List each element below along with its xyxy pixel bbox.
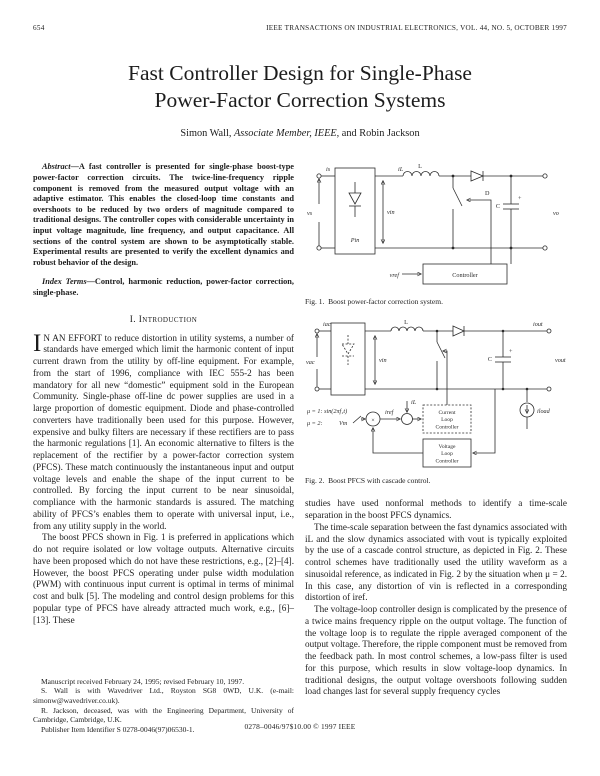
label-loop-1: Loop [441, 417, 453, 423]
label-L: L [404, 319, 408, 326]
figure-2: vac iac vin [305, 319, 567, 486]
author-1: Simon Wall, [180, 128, 234, 140]
abstract-text: A fast controller is presented for singl… [33, 162, 294, 267]
index-terms: Index Terms—Control, harmonic reduction,… [33, 277, 294, 298]
label-C: C [496, 203, 500, 210]
output-terminal-top [546, 328, 552, 334]
output-terminal-top [542, 173, 548, 179]
label-iL: iL [398, 166, 404, 173]
label-is: is [326, 166, 331, 173]
boost-diode [470, 170, 485, 182]
journal-title: IEEE TRANSACTIONS ON INDUSTRIAL ELECTRON… [266, 24, 567, 32]
right-column: vs is Pin vin [305, 162, 567, 738]
intro-paragraph-2: The boost PFCS shown in Fig. 1 is prefer… [33, 532, 294, 625]
inductor [402, 171, 440, 177]
two-column-body: Abstract—A fast controller is presented … [33, 162, 567, 738]
paper-title: Fast Controller Design for Single-Phase … [33, 60, 567, 114]
drop-cap: I [33, 329, 42, 357]
section-heading-introduction: I. Introduction [129, 314, 198, 325]
authors-line: Simon Wall, Associate Member, IEEE, and … [33, 128, 567, 139]
label-iload: iload [537, 408, 551, 415]
label-mu2: μ = 2: [307, 420, 323, 427]
label-current: Current [438, 410, 456, 416]
figure-1-circuit: vs is Pin vin [307, 163, 559, 285]
source-terminal-top [314, 328, 320, 334]
current-loop-controller-box [422, 404, 472, 434]
label-plus: + [518, 195, 522, 202]
bridge-rectifier [330, 322, 366, 396]
label-vo: vo [553, 210, 559, 217]
right-paragraph-2: The time-scale separation between the fa… [305, 521, 567, 603]
inductor [390, 326, 424, 331]
label-times: × [371, 417, 375, 424]
controller-box [422, 263, 508, 285]
label-iac: iac [323, 321, 331, 328]
figure-1-caption: Fig. 1. Boost power-factor correction sy… [305, 297, 443, 307]
label-controller-2: Controller [436, 458, 459, 464]
boost-diode [452, 325, 465, 337]
label-D: D [485, 190, 490, 197]
label-vout: vout [555, 357, 566, 364]
label-vin: vin [387, 209, 395, 216]
footnote-publisher-id: Publisher Item Identifier S 0278-0046(97… [41, 724, 195, 734]
label-C: C [488, 356, 492, 363]
index-terms-text: Control, harmonic reduction, power-facto… [33, 277, 294, 297]
copyright-footer: 0278–0046/97$10.00 © 1997 IEEE [244, 722, 356, 731]
intro-paragraph-1-text: N AN EFFORT to reduce distortion in util… [33, 332, 294, 531]
source-terminal-bottom [316, 245, 322, 251]
bridge-rectifier [334, 167, 376, 255]
index-terms-label: Index Terms— [42, 277, 95, 287]
label-mu1: μ = 1: sin(2πf₁t) [307, 408, 347, 415]
page-number: 654 [33, 24, 45, 32]
label-iL: iL [411, 399, 417, 406]
footnote-manuscript: Manuscript received February 24, 1995; r… [41, 676, 245, 686]
source-terminal-bottom [314, 386, 320, 392]
label-loop-2: Loop [441, 451, 453, 457]
label-controller: Controller [452, 272, 477, 279]
label-vs: vs [307, 210, 313, 217]
footnote-author-2: R. Jackson, deceased, was with the Engin… [33, 705, 294, 725]
output-terminal-bottom [546, 386, 552, 392]
label-iout: iout [533, 321, 543, 328]
label-voltage: Voltage [439, 444, 457, 450]
figure-2-caption: Fig. 2. Boost PFCS with cascade control. [305, 475, 431, 485]
label-Vm: Vm [339, 420, 348, 427]
abstract: Abstract—A fast controller is presented … [33, 162, 294, 268]
title-line-2: Power-Factor Correction Systems [154, 88, 446, 112]
title-line-1: Fast Controller Design for Single-Phase [128, 61, 472, 85]
label-pin: Pin [350, 237, 360, 244]
label-iref: iref [385, 409, 395, 416]
left-column: Abstract—A fast controller is presented … [33, 162, 294, 738]
right-paragraph-1: studies have used nonformal methods to i… [305, 498, 567, 521]
right-paragraph-3: The voltage-loop controller design is co… [305, 604, 567, 697]
figure-2-circuit: vac iac vin [306, 319, 566, 468]
output-terminal-bottom [542, 245, 548, 251]
label-vin: vin [379, 357, 387, 364]
source-terminal-top [316, 173, 322, 179]
label-L: L [418, 163, 422, 170]
author-2: and Robin Jackson [339, 128, 420, 140]
label-vac: vac [306, 359, 315, 366]
footnotes: Manuscript received February 24, 1995; r… [33, 677, 294, 739]
label-vref: vref [390, 272, 401, 279]
summing-junction [401, 412, 413, 425]
running-head: 654 IEEE TRANSACTIONS ON INDUSTRIAL ELEC… [33, 24, 567, 32]
figure-1: vs is Pin vin [305, 162, 567, 307]
author-membership: Associate Member, IEEE, [234, 128, 340, 140]
label-plus: + [509, 348, 513, 355]
footnote-author-1: S. Wall is with Wavedriver Ltd., Royston… [33, 686, 294, 706]
label-controller-1: Controller [436, 424, 459, 430]
abstract-label: Abstract— [42, 162, 79, 172]
